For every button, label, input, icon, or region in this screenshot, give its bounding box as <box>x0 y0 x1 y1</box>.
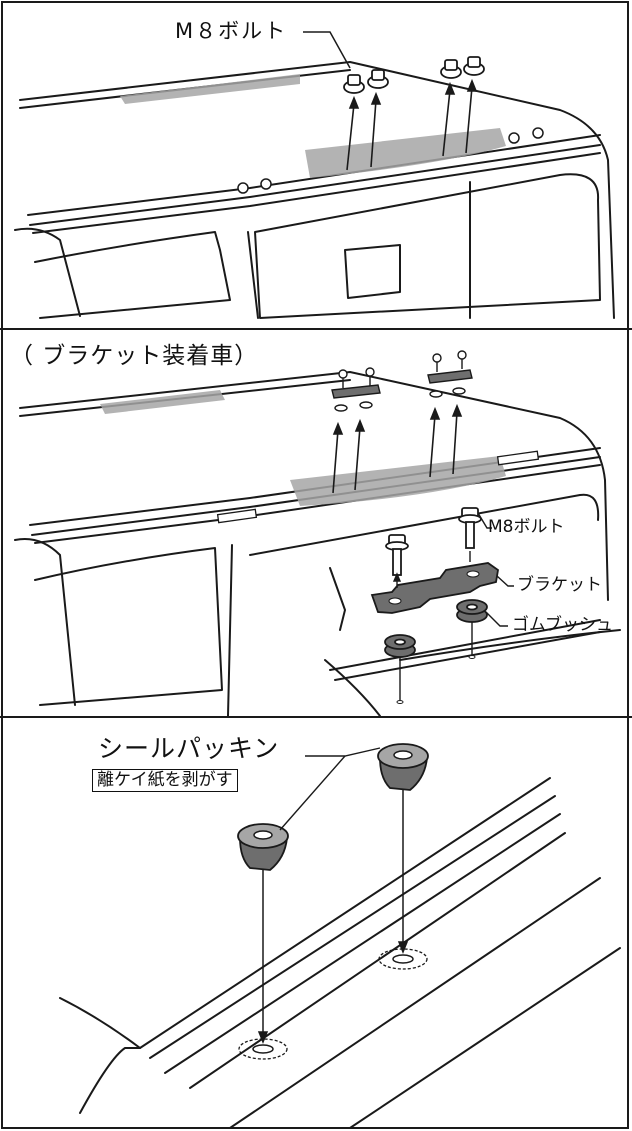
peel-release-paper-note: 離ケイ紙を剥がす <box>92 769 238 792</box>
panel-seal-packing: シールパッキン 離ケイ紙を剥がす <box>0 718 632 1128</box>
divider-bottom <box>0 716 632 718</box>
bolt-icon <box>367 69 389 89</box>
m8-bolt-label: M8ボルト <box>488 517 565 537</box>
seal-packing-icon <box>237 823 289 871</box>
roof-illustration <box>14 31 615 319</box>
rubber-bushing-icon <box>384 634 416 658</box>
bracket-illustration <box>14 350 621 716</box>
seal-packing-label: シールパッキン <box>98 734 280 763</box>
exploded-bracket-assembly <box>370 507 514 704</box>
bracket-variant-title: （ ブラケット装着車） <box>10 343 259 369</box>
m8-bolt-label: M８ボルト <box>175 19 288 43</box>
panel-roof-bolts: M８ボルト <box>0 0 632 328</box>
bolt-icon <box>343 74 365 94</box>
divider-top <box>0 328 632 330</box>
bolt-icon <box>440 59 462 79</box>
rubber-bushing-icon <box>456 599 488 623</box>
seal-illustration <box>59 743 621 1128</box>
bracket-label: ブラケット <box>517 575 602 595</box>
panel-bracket-variant: （ ブラケット装着車） M8ボルト ブラケット ゴムブッシュ <box>0 330 632 716</box>
bolt-icon <box>458 507 482 549</box>
bracket-part <box>370 562 499 614</box>
bolt-icon <box>463 56 485 76</box>
bolt-icon <box>385 534 409 576</box>
rubber-bushing-label: ゴムブッシュ <box>512 615 613 635</box>
seal-packing-icon <box>377 743 429 791</box>
